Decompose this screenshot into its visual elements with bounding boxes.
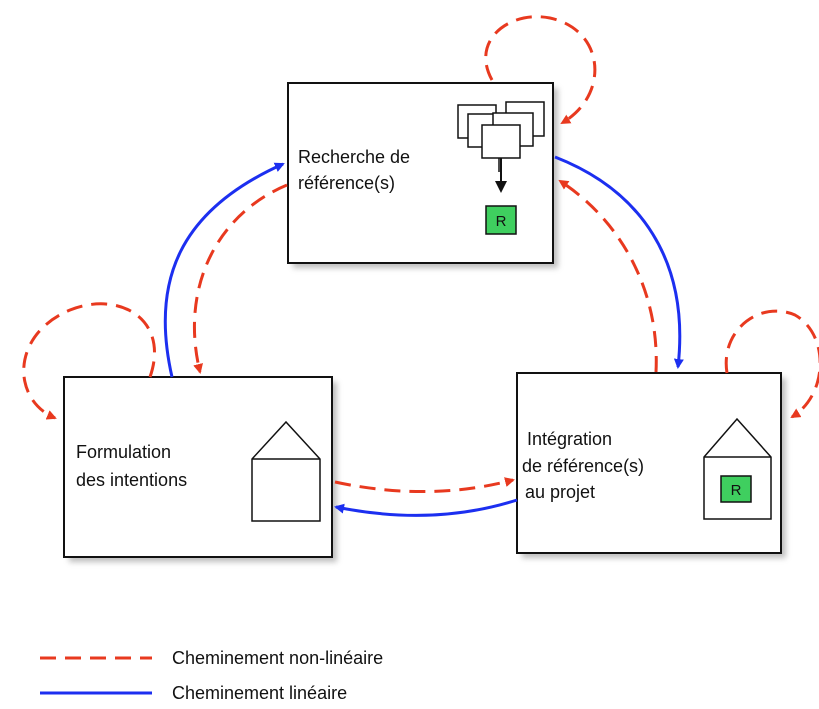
- node-recherche: Recherche de référence(s) R: [287, 82, 554, 264]
- integration-reference-badge: [720, 475, 752, 503]
- legend-nonlinear-label: Cheminement non-linéaire: [172, 648, 383, 668]
- formulation-label-line2: des intentions: [76, 470, 187, 490]
- self-loop-integration: [724, 309, 819, 419]
- integration-label-line1: Intégration: [527, 429, 612, 449]
- self-loop-recherche: [484, 15, 597, 125]
- integration-label-line2: de référence(s): [522, 456, 644, 476]
- integration-label-line3: au projet: [525, 482, 595, 502]
- nonlinear-integration-to-recherche: [558, 179, 658, 373]
- legend: Cheminement non-linéaire Cheminement lin…: [40, 648, 383, 703]
- recherche-label-line1: Recherche de: [298, 147, 410, 167]
- integration-reference-badge-label: R: [731, 482, 742, 499]
- linear-integration-to-formulation: [334, 498, 518, 517]
- documents-icon: [457, 101, 545, 159]
- reference-badge: [485, 205, 517, 235]
- nonlinear-formulation-to-integration: [334, 477, 515, 493]
- node-formulation: Formulation des intentions: [63, 376, 333, 558]
- nonlinear-recherche-to-formulation: [192, 183, 288, 374]
- linear-recherche-to-integration: [554, 155, 684, 369]
- legend-linear-label: Cheminement linéaire: [172, 683, 347, 703]
- node-integration: Intégration de référence(s) au projet R: [516, 372, 782, 554]
- house-icon: [251, 420, 321, 522]
- linear-formulation-to-recherche: [163, 162, 285, 378]
- reference-badge-label: R: [496, 213, 507, 230]
- self-loop-formulation: [22, 302, 156, 420]
- formulation-label-line1: Formulation: [76, 442, 171, 462]
- recherche-label-line2: référence(s): [298, 173, 395, 193]
